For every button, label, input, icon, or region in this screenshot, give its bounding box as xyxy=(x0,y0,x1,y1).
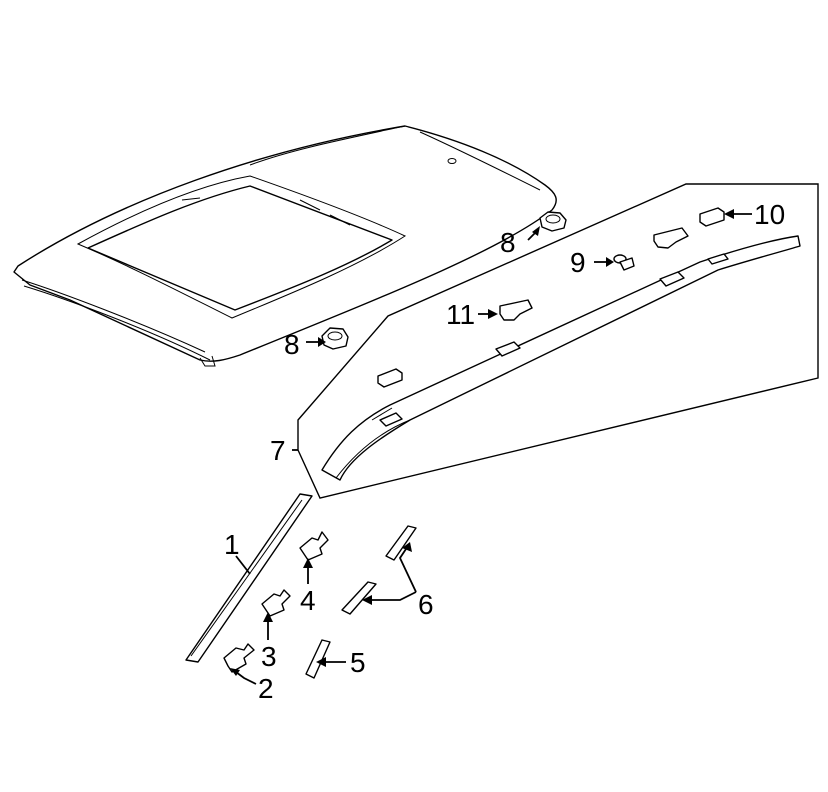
clip-4 xyxy=(299,531,329,561)
clip-center xyxy=(653,227,689,249)
callout-11: 11 xyxy=(446,299,475,330)
bolt-9 xyxy=(613,254,635,271)
clip-3 xyxy=(261,589,291,617)
clip-11 xyxy=(499,299,533,321)
callout-10: 10 xyxy=(754,199,785,230)
end-cap-left xyxy=(377,368,403,388)
trim-6b xyxy=(385,525,417,561)
cap-10 xyxy=(699,207,725,227)
callout-4: 4 xyxy=(300,585,316,616)
roof-rail xyxy=(321,235,801,481)
nut-lower xyxy=(321,327,349,350)
callout-1: 1 xyxy=(224,529,240,560)
nut-upper xyxy=(539,211,567,232)
kit-group-box xyxy=(297,183,819,499)
callout-8-lower: 8 xyxy=(284,329,300,360)
callout-8-upper: 8 xyxy=(500,227,516,258)
roof-panel xyxy=(13,125,557,367)
trim-5 xyxy=(305,639,331,679)
trim-6a xyxy=(341,581,377,615)
leader-lines xyxy=(230,209,752,685)
callout-6: 6 xyxy=(418,589,434,620)
molding-strip xyxy=(185,493,313,663)
callout-3: 3 xyxy=(261,641,277,672)
callout-7: 7 xyxy=(270,435,286,466)
callout-2: 2 xyxy=(258,673,274,704)
clip-2 xyxy=(223,643,255,673)
callout-9: 9 xyxy=(570,247,586,278)
callout-5: 5 xyxy=(350,647,366,678)
